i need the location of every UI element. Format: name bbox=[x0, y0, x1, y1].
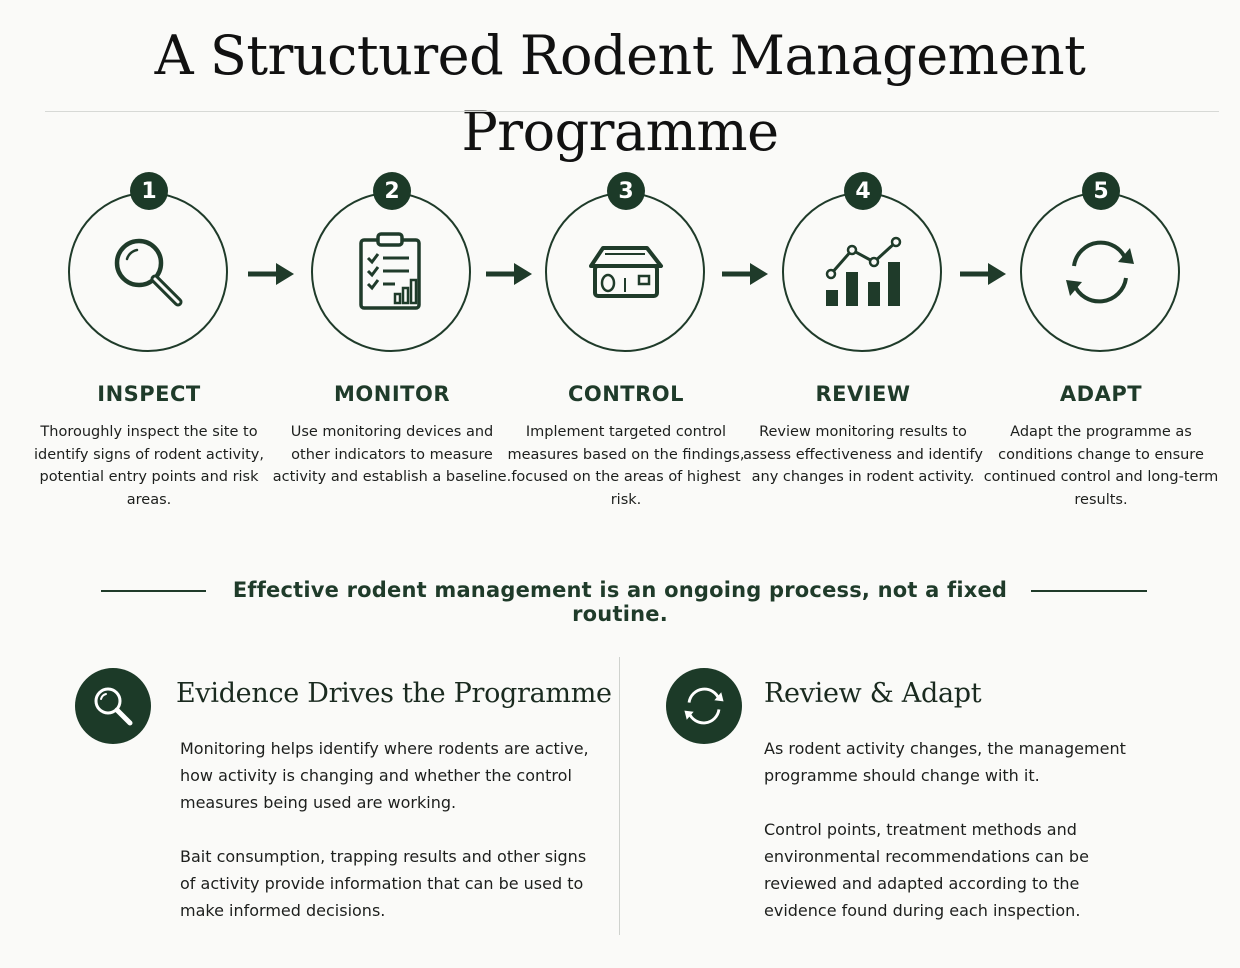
panel-text-evidence: Monitoring helps identify where rodents … bbox=[180, 735, 590, 924]
step-description: Use monitoring devices and other indicat… bbox=[272, 424, 512, 485]
step-label: INSPECT bbox=[97, 382, 201, 406]
step-description: Adapt the programme as conditions change… bbox=[983, 424, 1219, 508]
step-label: REVIEW bbox=[815, 382, 911, 406]
panel-title-review-adapt: Review & Adapt bbox=[764, 678, 982, 709]
arrow-right-icon bbox=[960, 263, 1006, 285]
bar-chart-trend-icon bbox=[825, 236, 902, 306]
step-circle bbox=[782, 192, 942, 352]
step-number-badge: 2 bbox=[373, 172, 411, 210]
step-description: Implement targeted control measures base… bbox=[507, 424, 745, 508]
panel-title-evidence: Evidence Drives the Programme bbox=[176, 678, 612, 709]
page-title: A Structured Rodent Management Programme bbox=[154, 24, 1086, 163]
panel-icon-badge bbox=[666, 668, 742, 744]
panel-divider bbox=[619, 657, 620, 935]
step-description: Review monitoring results to assess effe… bbox=[743, 424, 983, 485]
step-label: CONTROL bbox=[567, 382, 685, 406]
refresh-cycle-icon bbox=[684, 687, 724, 725]
panel-paragraph: Monitoring helps identify where rodents … bbox=[180, 739, 589, 812]
tagline: Effective rodent management is an ongoin… bbox=[232, 578, 1008, 626]
panel-paragraph: As rodent activity changes, the manageme… bbox=[764, 739, 1126, 785]
clipboard-checklist-icon bbox=[359, 232, 421, 310]
step-number-badge: 1 bbox=[130, 172, 168, 210]
step-number-badge: 4 bbox=[844, 172, 882, 210]
magnifier-icon bbox=[114, 238, 183, 307]
arrow-right-icon bbox=[248, 263, 294, 285]
step-label: MONITOR bbox=[334, 382, 450, 406]
step-description: Thoroughly inspect the site to identify … bbox=[33, 424, 264, 508]
tagline-rule-right bbox=[1031, 590, 1147, 592]
panel-paragraph: Bait consumption, trapping results and o… bbox=[180, 847, 587, 920]
panel-paragraph: Control points, treatment methods and en… bbox=[764, 820, 1089, 920]
step-number-badge: 3 bbox=[607, 172, 645, 210]
arrow-right-icon bbox=[722, 263, 768, 285]
panel-icon-badge bbox=[75, 668, 151, 744]
refresh-cycle-icon bbox=[1066, 240, 1134, 304]
step-number-badge: 5 bbox=[1082, 172, 1120, 210]
bait-station-icon bbox=[589, 246, 663, 298]
step-circle bbox=[1020, 192, 1180, 352]
tagline-rule-left bbox=[101, 590, 206, 592]
step-label: ADAPT bbox=[1059, 382, 1143, 406]
step-circle bbox=[68, 192, 228, 352]
magnifier-icon bbox=[94, 687, 133, 726]
arrow-right-icon bbox=[486, 263, 532, 285]
title-divider bbox=[45, 111, 1219, 112]
panel-text-review-adapt: As rodent activity changes, the manageme… bbox=[764, 735, 1149, 924]
